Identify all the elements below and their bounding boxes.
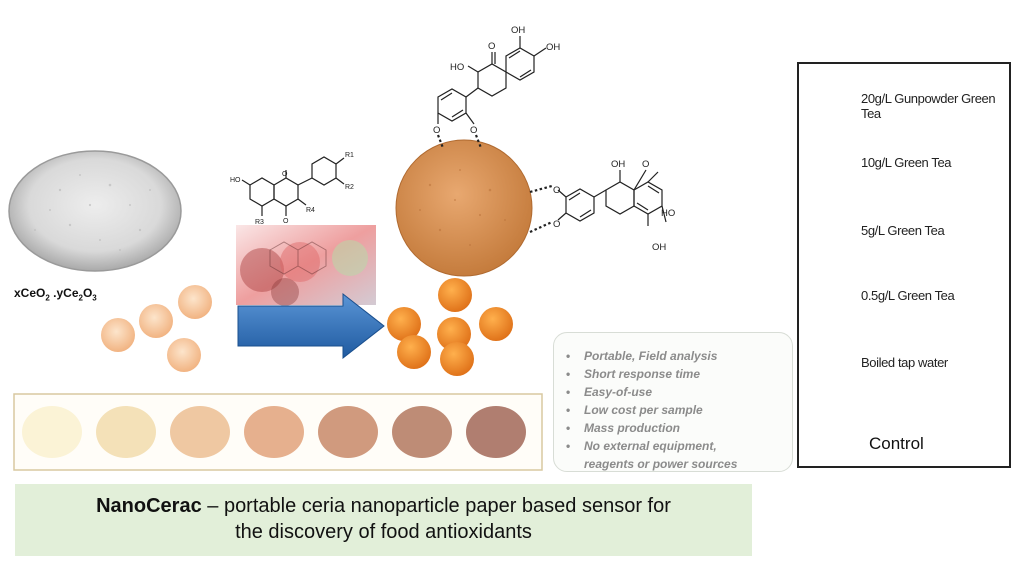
feature-text: Easy-of-use [584, 385, 653, 399]
feature-bullet: • [566, 421, 571, 435]
caption-banner: NanoCerac – portable ceria nanoparticle … [15, 484, 752, 556]
ceria-nanoparticle-gray [8, 150, 182, 272]
right-oh-top: OH [611, 159, 625, 170]
feature-text: Low cost per sample [584, 403, 703, 417]
features-box: • Portable, Field analysis • Short response… [553, 332, 793, 472]
caption-line1-text: – portable ceria nanoparticle paper base… [201, 495, 671, 517]
feature-bullet: • [566, 367, 571, 381]
feature-item: • Mass production [562, 419, 784, 437]
reaction-arrow [237, 292, 385, 360]
flavonoid-structure [241, 156, 345, 216]
legend-box: 20g/L Gunpowder Green Tea 10g/L Green Tea… [797, 62, 1011, 468]
feature-item: • No external equipment, [562, 437, 784, 455]
flavonoid-o2-label: O [283, 218, 289, 225]
strip-disk [318, 406, 378, 458]
caption-line-2: the discovery of food antioxidants [235, 521, 532, 543]
strip-disk [392, 406, 452, 458]
top-ho-left: HO [450, 62, 464, 73]
pale-sensor-disks [101, 285, 212, 372]
feature-item: • Low cost per sample [562, 401, 784, 419]
reacted-sensor-disks [387, 278, 513, 376]
color-strip-disks [22, 406, 526, 458]
feature-item: • Portable, Field analysis [562, 347, 784, 365]
top-o-carbonyl: O [488, 41, 495, 52]
orange-particle-texture [419, 169, 506, 246]
feature-item: •reagents or power sources [562, 455, 784, 473]
legend-label: 5g/L Green Tea [861, 223, 945, 238]
top-oh-top: OH [511, 25, 525, 36]
flavonoid-o-label: O [282, 171, 288, 178]
top-oh-right: OH [546, 42, 560, 53]
legend-label: Boiled tap water [861, 355, 948, 370]
feature-text: Mass production [584, 421, 681, 435]
features-list: • Portable, Field analysis • Short response… [562, 347, 784, 473]
feature-bullet: • [566, 403, 571, 417]
feature-text: Portable, Field analysis [584, 349, 718, 363]
food-photo [236, 225, 376, 306]
strip-disk [22, 406, 82, 458]
right-oh-bottom: OH [652, 242, 666, 253]
feature-bullet: • [566, 439, 571, 453]
flavonoid-r2-label: R2 [345, 184, 354, 191]
bound-flavonoid-top-bonds [436, 134, 483, 149]
flavonoid-r1-label: R1 [345, 152, 354, 159]
strip-disk [244, 406, 304, 458]
right-o-carbonyl: O [642, 159, 649, 170]
flavonoid-r3-label: R3 [255, 219, 264, 226]
legend-control-label: Control [869, 434, 924, 453]
bound-flavonoid-right [557, 169, 667, 226]
gray-particle-texture [34, 174, 151, 251]
feature-bullet: • [566, 385, 571, 399]
right-ho-right: HO [661, 208, 675, 219]
legend-label: 0.5g/L Green Tea [861, 288, 955, 303]
right-o-bottom: O [553, 219, 560, 230]
strip-disk [96, 406, 156, 458]
top-o-right: O [470, 125, 477, 136]
right-o-top: O [553, 185, 560, 196]
flavonoid-r4-label: R4 [306, 207, 315, 214]
strip-disk [466, 406, 526, 458]
feature-text: Short response time [584, 367, 701, 381]
feature-item: • Short response time [562, 365, 784, 383]
legend-label: 10g/L Green Tea [861, 155, 952, 170]
strip-disk [170, 406, 230, 458]
feature-text: reagents or power sources [584, 457, 738, 471]
bound-flavonoid-right-bonds [529, 184, 553, 234]
ceria-nanoparticle-complexed [395, 139, 533, 277]
top-o-left: O [433, 125, 440, 136]
bound-flavonoid-top [437, 36, 547, 125]
feature-item: • Easy-of-use [562, 383, 784, 401]
legend-label: 20g/L Gunpowder Green Tea [861, 91, 996, 121]
feature-text: No external equipment, [584, 439, 717, 453]
feature-bullet: • [566, 349, 571, 363]
caption-line-1: NanoCerac – portable ceria nanoparticle … [15, 493, 752, 519]
ceria-formula-label: xCeO2 .yCe2O3 [14, 286, 97, 303]
caption-title: NanoCerac [96, 495, 202, 517]
flavonoid-ho-label: HO [230, 177, 241, 184]
